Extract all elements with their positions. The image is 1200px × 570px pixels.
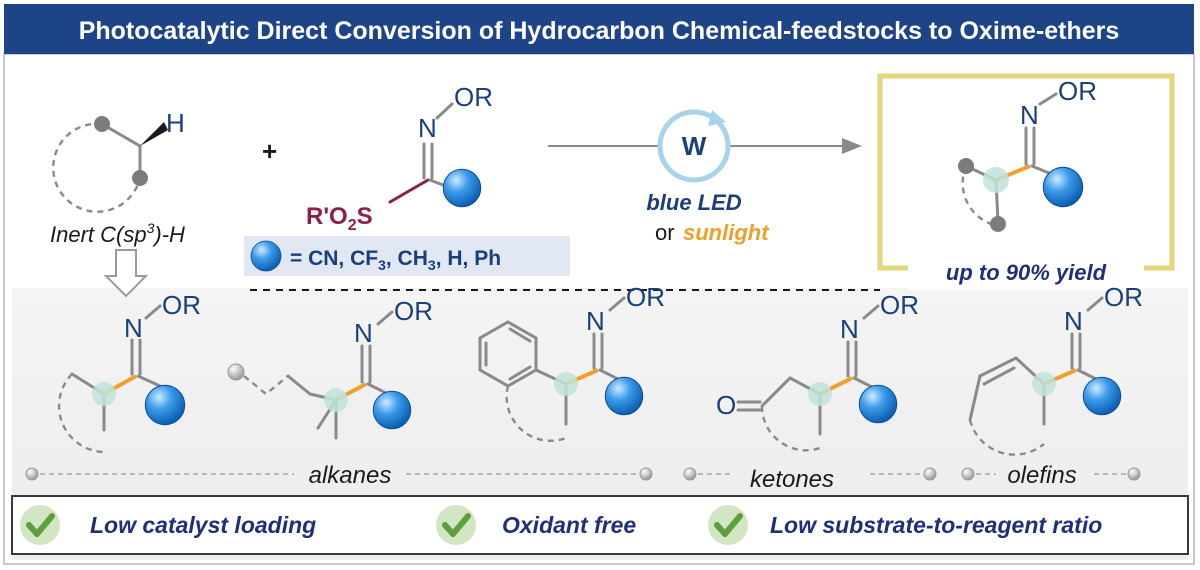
example-olefin: N OR: [968, 282, 1143, 456]
page-title: Photocatalytic Direct Conversion of Hydr…: [79, 17, 1120, 45]
feature-1-label: Low catalyst loading: [90, 512, 316, 538]
ex4-or-group: OR: [880, 290, 919, 320]
product-ball-icon: [1042, 166, 1084, 208]
ex1-n-atom: N: [124, 313, 143, 343]
down-arrow-icon: [103, 249, 149, 298]
ex5-ball-icon: [1082, 376, 1122, 416]
product-or-group: OR: [1058, 76, 1097, 106]
reagent-n-atom: N: [418, 113, 437, 143]
substituent-legend: = CN, CF3, CH3, H, Ph: [290, 247, 501, 273]
example-alkane-cyclic: N OR: [57, 290, 201, 454]
example-alkane-chain: N OR: [227, 296, 433, 440]
feature-1-check-icon: [20, 505, 60, 545]
ex4-ball-icon: [858, 384, 898, 424]
sulfonyl-group: R'O2S: [306, 203, 373, 234]
reactant-label: Inert C(sp3)-H: [50, 220, 185, 247]
condition-blue-led: blue LED: [646, 190, 741, 215]
reagent-or-group: OR: [454, 82, 493, 112]
features-bar: [11, 495, 1189, 555]
ex5-or-group: OR: [1104, 282, 1143, 312]
ex4-o-atom: O: [716, 390, 736, 420]
ex4-n-atom: N: [840, 314, 859, 344]
legend-ball-icon: [250, 240, 282, 272]
feature-3-check-icon: [708, 505, 748, 545]
catalyst-label: W: [682, 131, 707, 161]
cycle-arrow-icon: [708, 110, 726, 126]
feature-2-check-icon: [436, 505, 476, 545]
category-ketones: ketones: [750, 466, 834, 493]
product-structure: N OR: [958, 76, 1097, 232]
ex2-ball-icon: [372, 390, 412, 430]
ex1-ball-icon: [144, 384, 186, 426]
condition-or: or: [655, 220, 675, 245]
ex2-n-atom: N: [354, 318, 373, 348]
ex3-n-atom: N: [586, 306, 605, 336]
ex5-n-atom: N: [1064, 306, 1083, 336]
substituent-ball-icon: [442, 168, 482, 208]
yield-label: up to 90% yield: [946, 260, 1107, 285]
ex3-or-group: OR: [626, 282, 665, 312]
reaction-arrow: [548, 138, 862, 154]
condition-sunlight: sunlight: [683, 220, 770, 245]
feature-2-label: Oxidant free: [502, 512, 636, 538]
reagent-structure: N OR R'O2S: [306, 82, 493, 234]
example-ketone: O N OR: [716, 290, 919, 452]
plus-sign: +: [262, 136, 277, 166]
ex2-or-group: OR: [394, 296, 433, 326]
substituent-legend-box: [244, 236, 570, 276]
example-benzylic: N OR: [478, 282, 665, 442]
ex1-or-group: OR: [162, 290, 201, 320]
h-atom: H: [166, 108, 185, 138]
yield-label-bg: [908, 254, 1144, 290]
title-bar: [4, 4, 1194, 54]
ex3-ball-icon: [604, 376, 644, 416]
category-alkanes: alkanes: [309, 462, 392, 489]
reactant-structure: H: [52, 108, 185, 213]
photocatalyst-badge: W: [657, 109, 731, 183]
feature-3-label: Low substrate-to-reagent ratio: [770, 512, 1102, 538]
category-row: alkanes ketones olefins: [25, 462, 1141, 493]
category-olefins: olefins: [1007, 462, 1076, 489]
product-n-atom: N: [1020, 100, 1039, 130]
